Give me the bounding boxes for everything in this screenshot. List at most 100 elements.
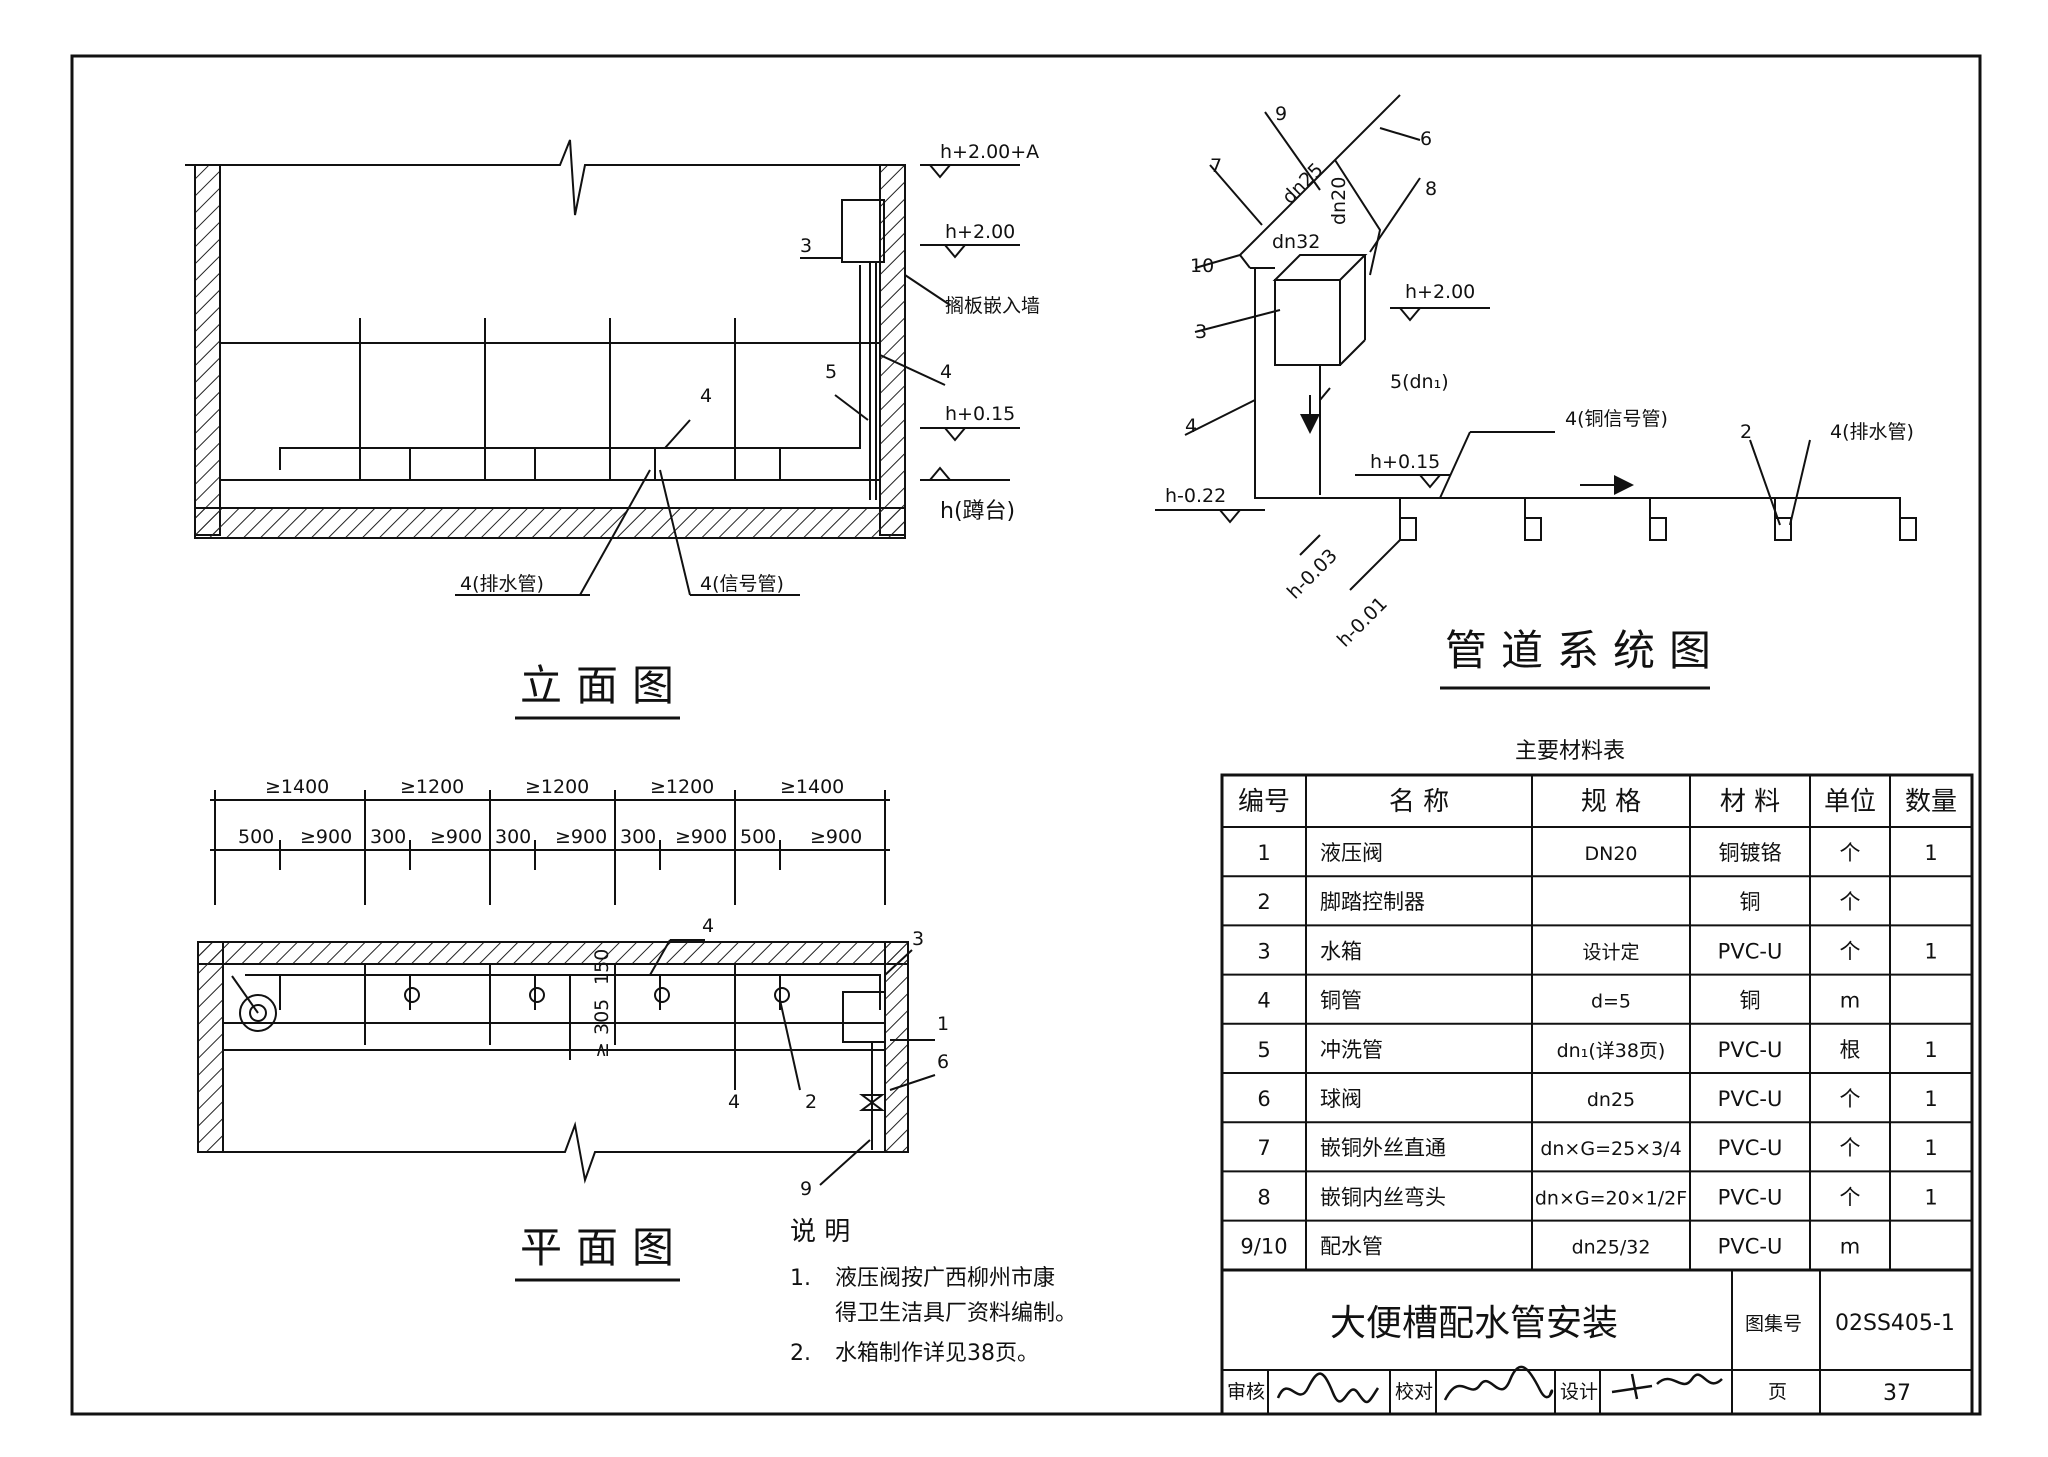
cell-quantity: 1 [1924,1136,1937,1160]
cell-name: 水箱 [1320,939,1362,963]
page-number: 37 [1883,1381,1911,1406]
dimension-label: 300 [370,826,406,848]
cell-unit: 根 [1840,1038,1861,1062]
level-label: h+2.00+A [940,141,1039,163]
cell-spec: 设计定 [1582,941,1639,963]
cell-spec: dn₁(详38页) [1557,1040,1666,1062]
dimension-label: ≥900 [430,826,482,848]
flush-pipe-label: 5(dn₁) [1390,371,1449,393]
note-number: 2. [790,1341,811,1366]
cell-spec: DN20 [1584,843,1637,865]
pipe-size-label: dn32 [1272,231,1320,253]
elevation-text: h+2.00+A h+2.00 h+0.15 h(蹲台) 搁板嵌入墙 3 4 5… [460,141,1040,720]
elevation-title: 立面图 [520,661,688,710]
cell-unit: 个 [1840,841,1861,865]
elevation-view [185,139,1020,596]
callout-number: 3 [1195,321,1207,343]
dimension-label: 305 [591,999,613,1035]
dimension-label: 300 [495,826,531,848]
materials-title: 主要材料表 [1515,739,1625,764]
dimension-label: ≥900 [810,826,862,848]
callout-number: 3 [912,928,924,950]
callout-number: 1 [937,1013,949,1035]
callout-number: 6 [937,1051,949,1073]
dimension-label: ≥1400 [780,776,844,798]
callout-number: 4 [1185,415,1197,437]
notes: 说 明 1. 液压阀按广西柳州市康 得卫生洁具厂资料编制。 2. 水箱制作详见3… [790,1217,1077,1366]
cell-material: PVC-U [1718,1087,1783,1111]
plan-text: ≥1400 ≥1200 ≥1200 ≥1200 ≥1400 500 ≥900 3… [238,776,949,1282]
cell-number: 7 [1257,1136,1270,1160]
dimension-label: ≥1200 [650,776,714,798]
callout-number: 9 [800,1178,812,1200]
cell-unit: 个 [1840,1087,1861,1111]
cell-material: PVC-U [1718,939,1783,963]
cell-material: 铜镀铬 [1719,841,1782,865]
level-label: h(蹲台) [940,499,1015,524]
cell-name: 冲洗管 [1320,1038,1383,1062]
note-line: 水箱制作详见38页。 [835,1341,1039,1366]
callout-number: 10 [1190,255,1214,277]
dimension-label: 500 [740,826,776,848]
cell-number: 8 [1257,1185,1270,1209]
level-label: h-0.01 [1333,593,1392,652]
cell-quantity: 1 [1924,841,1937,865]
callout-number: 8 [1425,178,1437,200]
level-label: h-0.22 [1165,485,1226,507]
cell-name: 液压阀 [1320,841,1383,865]
signal-pipe-label: 4(铜信号管) [1565,408,1668,430]
cell-number: 1 [1257,841,1270,865]
review-label: 审核 [1227,1381,1265,1403]
cell-name: 配水管 [1320,1235,1383,1259]
sheet-border [70,54,1982,1416]
check-label: 校对 [1395,1381,1433,1403]
cell-material: PVC-U [1718,1185,1783,1209]
title-block-text: 大便槽配水管安装 图集号 02SS405-1 审核 校对 设计 页 37 [1227,1303,1955,1406]
dimension-label: ≥ [591,1042,613,1058]
plan-view [197,790,936,1186]
cell-material: 铜 [1740,890,1761,914]
wall-note: 搁板嵌入墙 [945,295,1040,317]
level-label: h+0.15 [1370,451,1440,473]
dimension-label: 300 [620,826,656,848]
cell-material: PVC-U [1718,1235,1783,1259]
dimension-label: ≥1400 [265,776,329,798]
cell-name: 嵌铜外丝直通 [1320,1136,1446,1160]
callout-number: 3 [800,235,812,257]
cell-name: 铜管 [1320,989,1362,1013]
callout-number: 2 [805,1091,817,1113]
system-diagram [1155,94,1917,591]
title-block [1220,1268,1974,1416]
cell-number: 3 [1257,939,1270,963]
cell-name: 嵌铜内丝弯头 [1320,1185,1446,1209]
reviewer-signature [1276,1372,1380,1404]
pipe-size-label: dn20 [1328,177,1350,225]
page-label: 页 [1768,1381,1787,1403]
callout-number: 4 [940,361,952,383]
header-quantity: 数量 [1905,787,1957,817]
cell-number: 9/10 [1240,1235,1287,1259]
atlas-label: 图集号 [1745,1313,1802,1335]
dimension-label: ≥1200 [525,776,589,798]
callout-number: 9 [1275,103,1287,125]
design-label: 设计 [1560,1381,1598,1403]
notes-heading: 说 明 [790,1217,850,1247]
note-number: 1. [790,1266,811,1291]
callout-number: 7 [1210,155,1222,177]
dimension-label: ≥900 [300,826,352,848]
designer-signature [1611,1373,1723,1400]
callout-number: 2 [1740,421,1752,443]
dimension-label: ≥900 [675,826,727,848]
system-text: 9 6 7 8 10 3 4 2 dn25 dn20 dn32 h+2.00 h… [1165,103,1914,690]
header-material: 材 料 [1720,787,1780,817]
cell-spec: d=5 [1591,991,1631,1013]
note-line: 液压阀按广西柳州市康 [835,1266,1055,1291]
cell-number: 4 [1257,989,1270,1013]
cell-name: 球阀 [1320,1087,1362,1111]
cell-unit: 个 [1840,890,1861,914]
cell-unit: m [1840,989,1860,1013]
cell-unit: m [1840,1235,1860,1259]
cell-spec: dn×G=20×1/2F [1535,1187,1687,1209]
